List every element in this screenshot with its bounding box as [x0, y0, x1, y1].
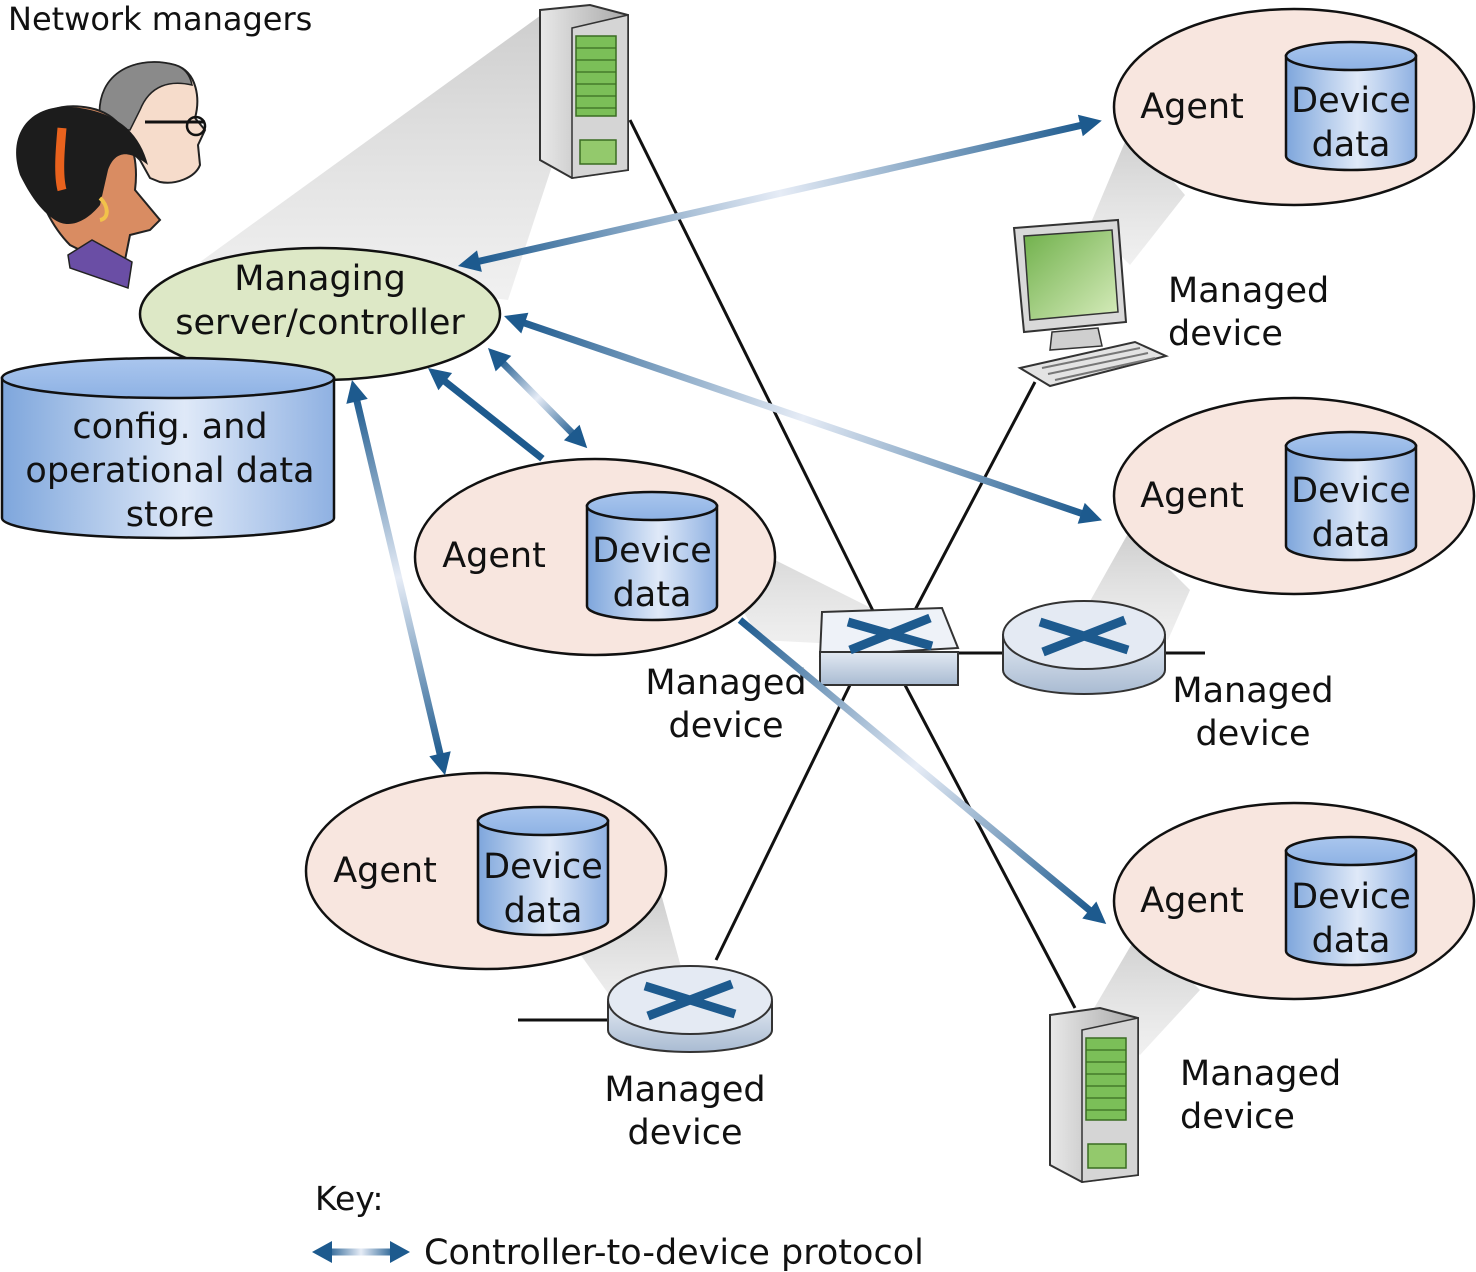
- network-managers-label: Network managers: [8, 0, 312, 38]
- managed-device-label: Managed device: [1180, 1054, 1341, 1137]
- device-data-line1: Device: [1291, 471, 1411, 511]
- agent-bottom-right: Agent Device data: [1112, 801, 1476, 1001]
- managed-device-line1: Managed: [645, 663, 806, 703]
- protocol-arrows: [346, 114, 1107, 925]
- controller-label-line2: server/controller: [175, 303, 465, 343]
- server-tower-icon: [539, 3, 629, 180]
- managed-device-line2: device: [1196, 714, 1311, 754]
- device-data-cylinder: Device data: [1284, 835, 1418, 967]
- managed-device-line2: device: [1168, 314, 1283, 354]
- router-icon: [1002, 600, 1166, 695]
- legend: Key: Controller-to-device protocol: [312, 1179, 924, 1272]
- managed-device-label: Managed device: [645, 663, 806, 746]
- agent-middle-right: Agent Device data: [1112, 396, 1476, 596]
- protocol-arrow: [458, 114, 1102, 272]
- agent-label: Agent: [442, 536, 546, 576]
- computer-icon: [1012, 218, 1169, 388]
- managed-device-label: Managed device: [604, 1070, 765, 1153]
- server-tower-icon: [1049, 1006, 1139, 1184]
- legend-protocol-arrow-icon: [312, 1241, 410, 1263]
- protocol-arrow: [504, 312, 1103, 524]
- device-data-line1: Device: [483, 847, 603, 887]
- router-icon: [607, 965, 773, 1053]
- device-data-cylinder: Device data: [1284, 430, 1418, 562]
- device-data-cylinder: Device data: [585, 490, 719, 622]
- network-links: [518, 119, 1205, 1022]
- agent-bottom-left: Agent Device data: [304, 771, 668, 971]
- protocol-arrow: [428, 368, 545, 462]
- managed-device-label: Managed device: [1168, 271, 1329, 354]
- agent-label: Agent: [1140, 87, 1244, 127]
- controller-label-line1: Managing: [234, 259, 406, 299]
- datastore-label-line3: store: [126, 495, 215, 535]
- managed-device-line2: device: [669, 706, 784, 746]
- network-managers-person-icon: [16, 61, 207, 290]
- managed-device-label: Managed device: [1172, 671, 1333, 754]
- legend-protocol-label: Controller-to-device protocol: [424, 1233, 924, 1272]
- agent-label: Agent: [333, 851, 437, 891]
- device-data-line2: data: [613, 575, 692, 615]
- managed-device-line2: device: [628, 1113, 743, 1153]
- device-data-line2: data: [1312, 125, 1391, 165]
- managed-device-line1: Managed: [1168, 271, 1329, 311]
- managing-controller: Managing server/controller: [138, 246, 502, 382]
- protocol-arrow: [488, 348, 588, 449]
- managed-device-line1: Managed: [604, 1070, 765, 1110]
- device-data-line2: data: [1312, 515, 1391, 555]
- protocol-arrow: [737, 617, 1107, 925]
- legend-title: Key:: [315, 1179, 384, 1218]
- protocol-arrow: [346, 380, 451, 776]
- device-data-cylinder: Device data: [1284, 40, 1418, 172]
- managed-device-line1: Managed: [1172, 671, 1333, 711]
- config-data-store: config. and operational data store: [0, 356, 336, 540]
- managed-device-line1: Managed: [1180, 1054, 1341, 1094]
- device-data-line2: data: [504, 891, 583, 931]
- managed-device-line2: device: [1180, 1097, 1295, 1137]
- agent-middle: Agent Device data: [413, 457, 777, 657]
- datastore-label-line1: config. and: [72, 407, 267, 447]
- device-data-cylinder: Device data: [476, 805, 610, 937]
- agent-label: Agent: [1140, 881, 1244, 921]
- device-data-line1: Device: [1291, 81, 1411, 121]
- shadow-top-server: [200, 10, 600, 300]
- datastore-label-line2: operational data: [25, 451, 314, 491]
- switch-icon: [818, 606, 960, 686]
- agent-label: Agent: [1140, 476, 1244, 516]
- device-data-line1: Device: [592, 531, 712, 571]
- device-data-line1: Device: [1291, 877, 1411, 917]
- agent-top-right: Agent Device data: [1112, 7, 1476, 207]
- device-data-line2: data: [1312, 921, 1391, 961]
